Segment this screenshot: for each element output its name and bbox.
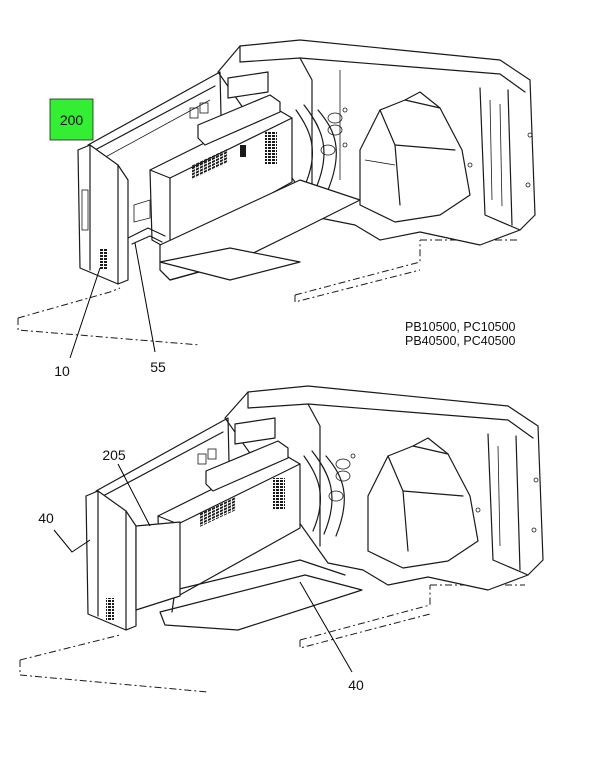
lower-view: 205 40 40 (19, 385, 544, 693)
upper-view: 200 10 55 PB10500, PC10500 PB40500, PC40… (17, 39, 536, 379)
model-list-line-1: PB10500, PC10500 (405, 320, 516, 334)
upper-floor-tray (159, 247, 301, 281)
callout-40-left-label: 40 (38, 510, 54, 526)
part-205-side-panel[interactable] (85, 490, 181, 631)
upper-engine-cover (359, 91, 471, 223)
callout-200-label: 200 (60, 112, 84, 128)
callout-10-label: 10 (54, 363, 70, 379)
lower-wiring-harness (234, 417, 351, 537)
lower-control-panel (157, 440, 301, 597)
leader-205 (117, 463, 151, 527)
callout-40-bottom-label: 40 (348, 677, 364, 693)
part-200-side-panel[interactable] (77, 144, 129, 285)
part-40-floor-tray[interactable] (159, 559, 363, 631)
callout-205-label: 205 (102, 447, 126, 463)
leader-40-bottom (299, 581, 353, 673)
upper-wiring-harness (227, 71, 343, 191)
lower-engine-cover (367, 437, 479, 569)
leader-10 (69, 267, 101, 359)
model-list-line-2: PB40500, PC40500 (405, 334, 516, 348)
leader-40-left (53, 529, 91, 553)
callout-200-highlight (49, 98, 94, 141)
part-55-bracket[interactable] (127, 199, 166, 245)
callout-55-label: 55 (150, 359, 166, 375)
leader-55 (134, 242, 156, 353)
